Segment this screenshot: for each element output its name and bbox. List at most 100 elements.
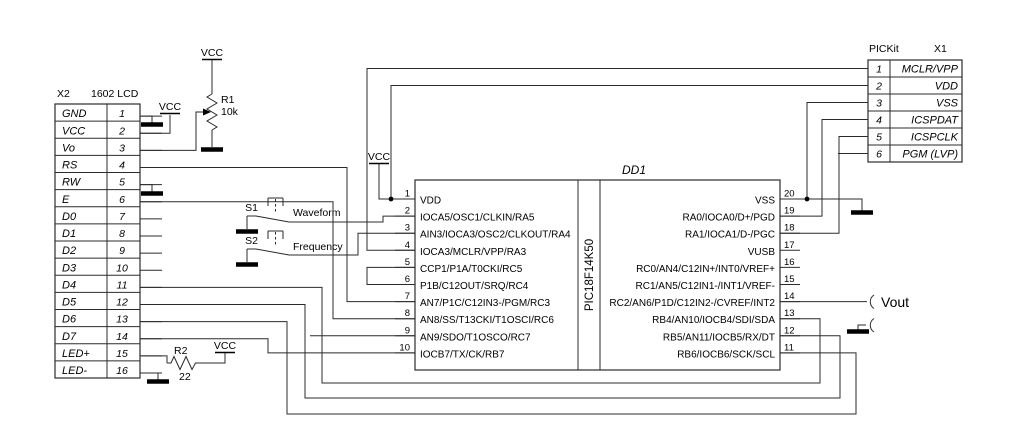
net-mclr xyxy=(366,68,868,251)
vcc-symbol: VCC xyxy=(201,47,224,94)
lcd-pin-number: 7 xyxy=(119,211,126,223)
lcd-pin-name: RW xyxy=(62,177,82,189)
mcu-pin-number: 5 xyxy=(405,257,410,268)
s1-ref: S1 xyxy=(245,202,258,214)
pickit-pin-name: VDD xyxy=(935,81,958,93)
mcu-pin-name: RB6/IOCB6/SCK/SCL xyxy=(677,349,775,360)
net-jumper-rc5-rc4 xyxy=(366,266,415,285)
net-r2-vcc xyxy=(199,353,226,364)
lcd-pin-number: 9 xyxy=(119,245,125,257)
lcd-pin-name: D1 xyxy=(62,228,76,240)
mcu-pin-name: RC2/AN6/P1D/C12IN2-/CVREF/INT2 xyxy=(609,298,775,309)
vcc-symbol: VCC xyxy=(214,340,237,354)
lcd-pin-name: GND xyxy=(62,108,87,120)
mcu-part: PIC18F14K50 xyxy=(584,239,596,311)
mcu-pin-number: 2 xyxy=(405,206,410,217)
net-ledminus xyxy=(140,372,159,380)
lcd-pin-name: D4 xyxy=(62,279,76,291)
vcc-symbol: VCC xyxy=(368,151,391,165)
button-s1: S1 Waveform xyxy=(245,197,341,229)
mcu-pin-number: 17 xyxy=(784,240,795,251)
mcu-pin-number: 1 xyxy=(405,189,410,200)
lcd-pin-name: D3 xyxy=(62,262,77,274)
mcu-pin-number: 10 xyxy=(399,342,410,353)
mcu-pin-name: VSS xyxy=(755,196,775,207)
mcu-pin-name: AN7/P1C/C12IN3-/PGM/RC3 xyxy=(420,298,550,309)
pickit-pin-number: 5 xyxy=(876,132,882,144)
net-vdd-pickit xyxy=(390,85,868,199)
r1-value: 10k xyxy=(221,106,239,118)
net-e xyxy=(140,201,415,320)
lcd-pin-number: 4 xyxy=(119,160,125,172)
lcd-pin-number: 13 xyxy=(116,314,128,326)
lcd-pin-name: D6 xyxy=(62,314,77,326)
net-icspdat xyxy=(780,119,868,217)
net-rw-gnd xyxy=(140,184,153,192)
mcu-pin-name: VUSB xyxy=(748,247,776,258)
s1-label: Waveform xyxy=(293,207,341,219)
mcu-pin-number: 15 xyxy=(784,274,795,285)
mcu-pin-name: RC0/AN4/C12IN+/INT0/VREF+ xyxy=(636,264,775,275)
mcu-pin-name: RA1/IOCA1/D-/PGC xyxy=(685,230,775,241)
pickit-pin-name: MCLR/VPP xyxy=(902,64,959,76)
mcu-pin-name: IOCA5/OSC1/CLKIN/RA5 xyxy=(420,213,535,224)
mcu-pin-name: RB4/AN10/IOCB4/SDI/SDA xyxy=(652,315,775,326)
lcd-pin-number: 14 xyxy=(116,331,128,343)
vcc-label: VCC xyxy=(201,47,224,59)
lcd-pin-number: 1 xyxy=(119,108,125,120)
r2-value: 22 xyxy=(179,371,191,383)
mcu-ref: DD1 xyxy=(622,163,646,177)
pickit-pin-name: ICSPCLK xyxy=(911,132,959,144)
net-vo-wiper xyxy=(140,111,203,151)
lcd-pin-name: D7 xyxy=(62,331,77,343)
lcd-pin-number: 11 xyxy=(117,279,128,291)
junction-dot xyxy=(388,196,394,202)
s2-label: Frequency xyxy=(293,241,343,253)
pickit-ref: X1 xyxy=(934,43,947,55)
r2-ref: R2 xyxy=(174,345,188,357)
wiper-arrow xyxy=(203,108,211,116)
mcu-pin-number: 16 xyxy=(784,257,795,268)
lcd-pin-number: 3 xyxy=(119,142,125,154)
net-vss-pickit xyxy=(806,102,868,199)
mcu-pin-number: 9 xyxy=(405,325,410,336)
mcu-pin-number: 6 xyxy=(405,274,410,285)
r1-ref: R1 xyxy=(221,94,235,106)
pickit-pin-number: 6 xyxy=(876,149,882,161)
pickit-pin-number: 2 xyxy=(875,81,882,93)
net-d4 xyxy=(140,286,821,384)
net-rs xyxy=(140,167,415,303)
pickit-pin-name: VSS xyxy=(936,98,959,110)
lcd-pin-name: D0 xyxy=(62,211,77,223)
net-d5 xyxy=(140,304,841,399)
mcu-pin-name: RC1/AN5/C12IN1-/INT1/VREF- xyxy=(636,281,775,292)
pickit-pin-number: 3 xyxy=(876,98,882,110)
mcu-ic: DD1 PIC18F14K50 1VDD2IOCA5/OSC1/CLKIN/RA… xyxy=(395,163,800,371)
lcd-pin-name: VCC xyxy=(62,125,85,137)
mcu-pin-name: IOCB7/TX/CK/RB7 xyxy=(420,349,505,360)
lcd-pin-number: 10 xyxy=(116,262,128,274)
mcu-pin-number: 14 xyxy=(784,291,795,302)
lcd-pin-name: D2 xyxy=(62,245,76,257)
lcd-pin-number: 16 xyxy=(116,365,128,377)
lcd-pin-name: E xyxy=(62,194,70,206)
lcd-pin-name: D5 xyxy=(62,297,77,309)
lcd-pin-number: 6 xyxy=(119,194,125,206)
net-ledplus xyxy=(140,355,168,363)
net-d7 xyxy=(140,338,415,354)
lcd-pin-number: 5 xyxy=(119,177,125,189)
resistor-r2: R2 22 xyxy=(167,345,199,383)
lcd-pin-name: Vo xyxy=(62,142,75,154)
mcu-pin-name: P1B/C12OUT/SRQ/RC4 xyxy=(420,281,529,292)
mcu-pin-name: AN8/SS/T13CKI/T1OSCI/RC6 xyxy=(420,315,554,326)
lcd-ref: X2 xyxy=(57,88,70,100)
mcu-pin-number: 3 xyxy=(405,223,410,234)
mcu-pin-number: 12 xyxy=(784,325,795,336)
lcd-pin-name: RS xyxy=(62,160,78,172)
vout-terminal: Vout xyxy=(869,294,909,333)
lcd-pin-number: 8 xyxy=(119,228,125,240)
vout-label: Vout xyxy=(881,294,909,310)
